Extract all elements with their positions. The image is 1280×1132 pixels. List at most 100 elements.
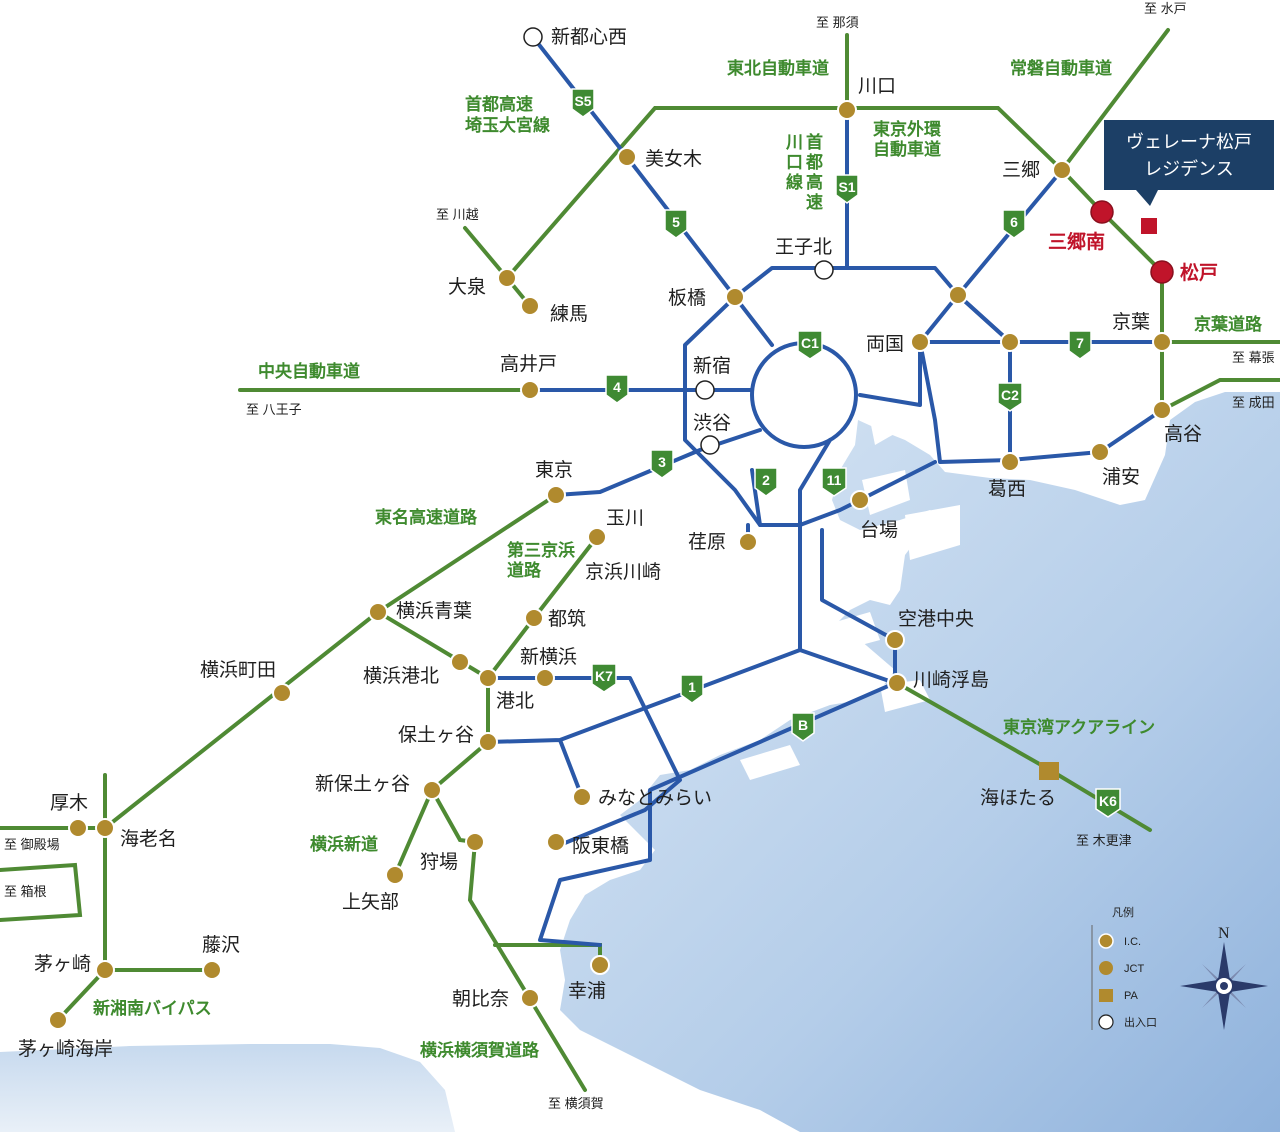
svg-text:高: 高 bbox=[806, 172, 823, 192]
jct-itabashi bbox=[725, 287, 745, 307]
label-bijogi: 美女木 bbox=[645, 148, 702, 170]
shield-6: 6 bbox=[1002, 209, 1026, 239]
dest-nasu: 至 那須 bbox=[816, 15, 859, 30]
shield-c2: C2 bbox=[997, 382, 1023, 412]
label-kawaguchi: 川口 bbox=[858, 76, 896, 97]
ic-hanshinbashi bbox=[546, 832, 566, 852]
label-tokyo: 東京 bbox=[535, 459, 573, 481]
label-saitama-2: 埼玉大宮線 bbox=[465, 115, 550, 135]
ic-hodogaya bbox=[478, 732, 498, 752]
label-yokohama-machida: 横浜町田 bbox=[200, 659, 276, 681]
ic-kohoku bbox=[478, 668, 498, 688]
ic-yokohama-machida bbox=[272, 683, 292, 703]
joban-road bbox=[1060, 28, 1170, 172]
label-shintoshin-nishi: 新都心西 bbox=[551, 26, 627, 48]
route-s5 bbox=[531, 35, 737, 299]
svg-text:C2: C2 bbox=[1001, 387, 1019, 403]
label-sachiura: 幸浦 bbox=[568, 980, 606, 1002]
svg-text:2: 2 bbox=[762, 472, 770, 488]
label-yokohama-kohoku: 横浜港北 bbox=[363, 665, 439, 687]
svg-text:7: 7 bbox=[1076, 335, 1084, 351]
route-b bbox=[538, 528, 897, 947]
hodogaya-bypass bbox=[393, 676, 490, 877]
route-3 bbox=[554, 428, 762, 497]
ic-tokyo bbox=[546, 485, 566, 505]
entrance-shintoshin-nishi bbox=[523, 27, 543, 47]
property-callout: ヴェレーナ松戸 レジデンス bbox=[1104, 120, 1274, 206]
label-urayasu: 浦安 bbox=[1102, 466, 1140, 488]
dest-yokosuka: 至 横須賀 bbox=[548, 1096, 604, 1111]
svg-text:S5: S5 bbox=[574, 93, 591, 109]
route-2 bbox=[750, 468, 762, 527]
pa-umihotaru-marker bbox=[1039, 762, 1059, 780]
dest-narita: 至 成田 bbox=[1232, 395, 1275, 410]
shield-k7: K7 bbox=[591, 663, 617, 693]
expressways bbox=[486, 35, 1164, 947]
callout-line-2: レジデンス bbox=[1144, 159, 1234, 179]
label-daiba: 台場 bbox=[860, 519, 898, 541]
ic-nerima bbox=[520, 296, 540, 316]
label-hanshinbashi: 阪東橋 bbox=[572, 835, 629, 857]
shield-4: 4 bbox=[605, 374, 629, 404]
label-kuko-chuo: 空港中央 bbox=[898, 608, 974, 630]
entrance-shibuya bbox=[700, 435, 720, 455]
ic-kamiyabe bbox=[385, 865, 405, 885]
gaikan-ring bbox=[505, 106, 1064, 280]
svg-text:都: 都 bbox=[805, 152, 823, 172]
ic-shin-yokohama bbox=[535, 668, 555, 688]
label-minatomirai: みなとみらい bbox=[598, 788, 712, 809]
ic-markers bbox=[48, 100, 1172, 1030]
koya-line bbox=[1160, 378, 1280, 412]
shield-1: 1 bbox=[680, 674, 704, 704]
legend-entrance: 出入口 bbox=[1124, 1015, 1157, 1029]
label-ebina: 海老名 bbox=[120, 828, 177, 850]
route-5-link bbox=[733, 295, 774, 347]
destination-labels: 至 那須 至 水戸 至 川越 至 幕張 至 成田 至 八王子 至 木更津 至 御… bbox=[4, 1, 1275, 1111]
route-shields: S5 S1 5 6 C1 7 4 C2 3 2 11 K7 1 B K6 bbox=[571, 88, 1121, 818]
label-kohoku: 港北 bbox=[496, 690, 534, 712]
legend-title: 凡例 bbox=[1112, 905, 1134, 919]
shield-5: 5 bbox=[664, 209, 688, 239]
jct-kawaguchi bbox=[837, 100, 857, 120]
label-gaikan-1: 東京外環 bbox=[873, 119, 942, 139]
label-tomei: 東名高速道路 bbox=[375, 507, 478, 527]
label-koya: 高谷 bbox=[1164, 423, 1202, 445]
svg-text:口: 口 bbox=[786, 153, 803, 172]
dest-mito: 至 水戸 bbox=[1144, 1, 1187, 16]
label-misato: 三郷 bbox=[1002, 159, 1040, 181]
ic-sachiura bbox=[590, 955, 610, 975]
jct-c2-north bbox=[948, 285, 968, 305]
ic-tsuzuki bbox=[524, 608, 544, 628]
label-aqualine: 東京湾アクアライン bbox=[1003, 717, 1155, 737]
shield-c1: C1 bbox=[797, 330, 823, 360]
label-asahina: 朝比奈 bbox=[452, 988, 509, 1010]
label-karibe: 狩場 bbox=[420, 851, 458, 873]
ic-minatomirai bbox=[572, 787, 592, 807]
jct-yokohama-aoba bbox=[368, 602, 388, 622]
chigasaki-line bbox=[56, 968, 107, 1022]
svg-text:6: 6 bbox=[1010, 214, 1018, 230]
yokohama-shindo bbox=[430, 788, 477, 844]
kasai-urayasu bbox=[1008, 408, 1164, 462]
jct-bijogi bbox=[617, 147, 637, 167]
dest-hachioji: 至 八王子 bbox=[246, 402, 302, 417]
label-umihotaru: 海ほたる bbox=[980, 787, 1056, 809]
jct-kawasaki-ukishima bbox=[887, 673, 907, 693]
svg-text:K7: K7 bbox=[595, 668, 613, 684]
gotemba-line bbox=[0, 862, 83, 922]
jct-kasai bbox=[1000, 452, 1020, 472]
label-chigasaki-kaigan: 茅ヶ崎海岸 bbox=[18, 1038, 113, 1060]
label-daisan-2: 道路 bbox=[507, 560, 542, 580]
legend-ic: I.C. bbox=[1124, 936, 1141, 948]
legend: 凡例 I.C. JCT PA 出入口 bbox=[1091, 905, 1157, 1030]
ken-o-road bbox=[103, 773, 214, 972]
shield-3: 3 bbox=[650, 449, 674, 479]
label-keihin-kawasaki: 京浜川崎 bbox=[585, 561, 661, 583]
ic-takaido bbox=[520, 380, 540, 400]
label-yokohama-shindo: 横浜新道 bbox=[310, 834, 378, 854]
entrance-markers bbox=[523, 27, 834, 455]
svg-text:S1: S1 bbox=[838, 179, 855, 195]
label-tamagawa: 玉川 bbox=[606, 508, 644, 529]
svg-text:首: 首 bbox=[806, 132, 823, 152]
